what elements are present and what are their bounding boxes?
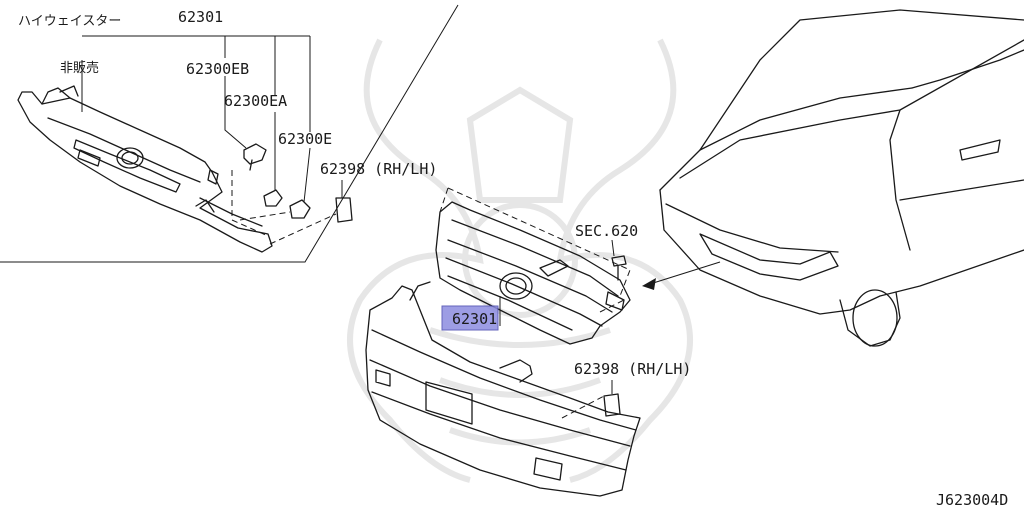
sec620-bolt xyxy=(611,255,627,281)
part-label-62300e[interactable]: 62300E xyxy=(278,130,332,148)
part-label-62398-main[interactable]: 62398 (RH/LH) xyxy=(574,360,691,378)
leader-62300eb xyxy=(224,76,247,149)
part-label-62300ea[interactable]: 62300EA xyxy=(224,92,287,110)
highlight-box xyxy=(441,305,499,331)
main-dashed-guides-grille xyxy=(439,187,631,313)
part-label-62300eb[interactable]: 62300EB xyxy=(186,60,249,78)
inset-dashed-guides xyxy=(231,170,337,245)
main-clip-62398 xyxy=(603,393,621,417)
inset-grille-drawing xyxy=(17,85,273,253)
main-bumper-drawing xyxy=(365,281,641,497)
leader-62300e xyxy=(303,147,311,203)
not-sold-label: 非販売 xyxy=(60,60,99,76)
leader-sec620 xyxy=(611,239,615,257)
part-label-62398-inset[interactable]: 62398 (RH/LH) xyxy=(320,160,437,178)
leader-62301 xyxy=(82,35,311,132)
inset-frame xyxy=(0,4,459,263)
arrow-icon xyxy=(642,261,721,290)
main-dashed-guides-clip xyxy=(561,395,605,419)
main-grille-drawing xyxy=(435,201,631,345)
watermark-emblem-icon xyxy=(347,38,693,483)
sec-620-label[interactable]: SEC.620 xyxy=(575,222,638,240)
part-label-62301-main[interactable]: 62301 xyxy=(452,310,497,328)
vehicle-drawing xyxy=(659,9,1024,347)
inset-title-label: ハイウェイスター xyxy=(18,14,121,29)
inset-clips xyxy=(243,143,353,223)
part-label-62301-inset[interactable]: 62301 xyxy=(178,8,223,26)
diagram-code-label: J623004D xyxy=(936,491,1008,509)
